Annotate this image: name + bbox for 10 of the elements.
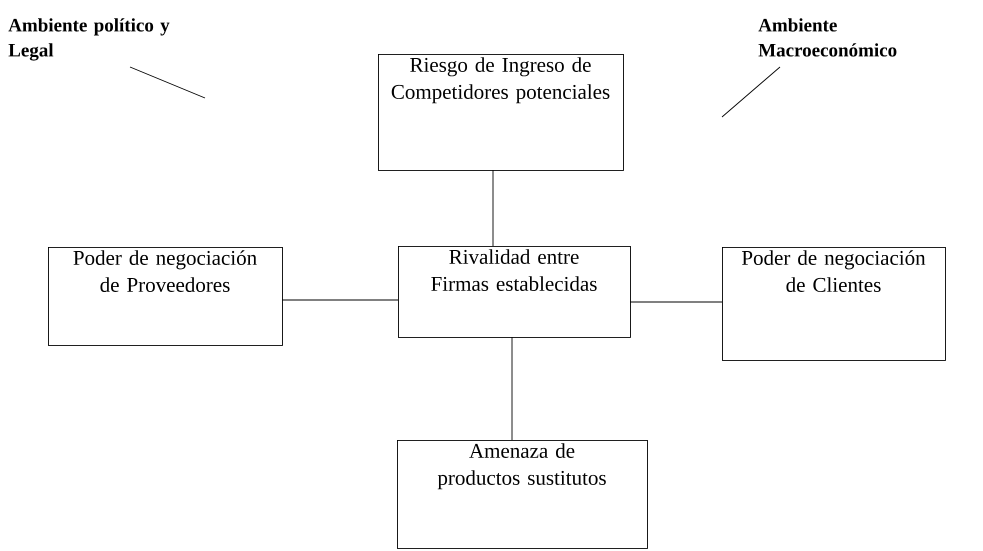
text-box: Amenaza de productos sustitutos — [397, 440, 648, 549]
connector-line — [492, 170, 494, 246]
text-box: Poder de negociación de Clientes — [722, 247, 946, 361]
label: Ambiente político y Legal — [8, 18, 170, 61]
label: Ambiente Macroeconómico — [758, 18, 896, 57]
text-box: Poder de negociación de Proveedores — [48, 247, 283, 346]
text-box: Rivalidad entre Firmas establecidas — [398, 246, 631, 338]
leader-line — [722, 66, 780, 118]
leader-line — [130, 66, 206, 98]
text-box: Riesgo de Ingreso de Competidores potenciales — [378, 54, 624, 171]
